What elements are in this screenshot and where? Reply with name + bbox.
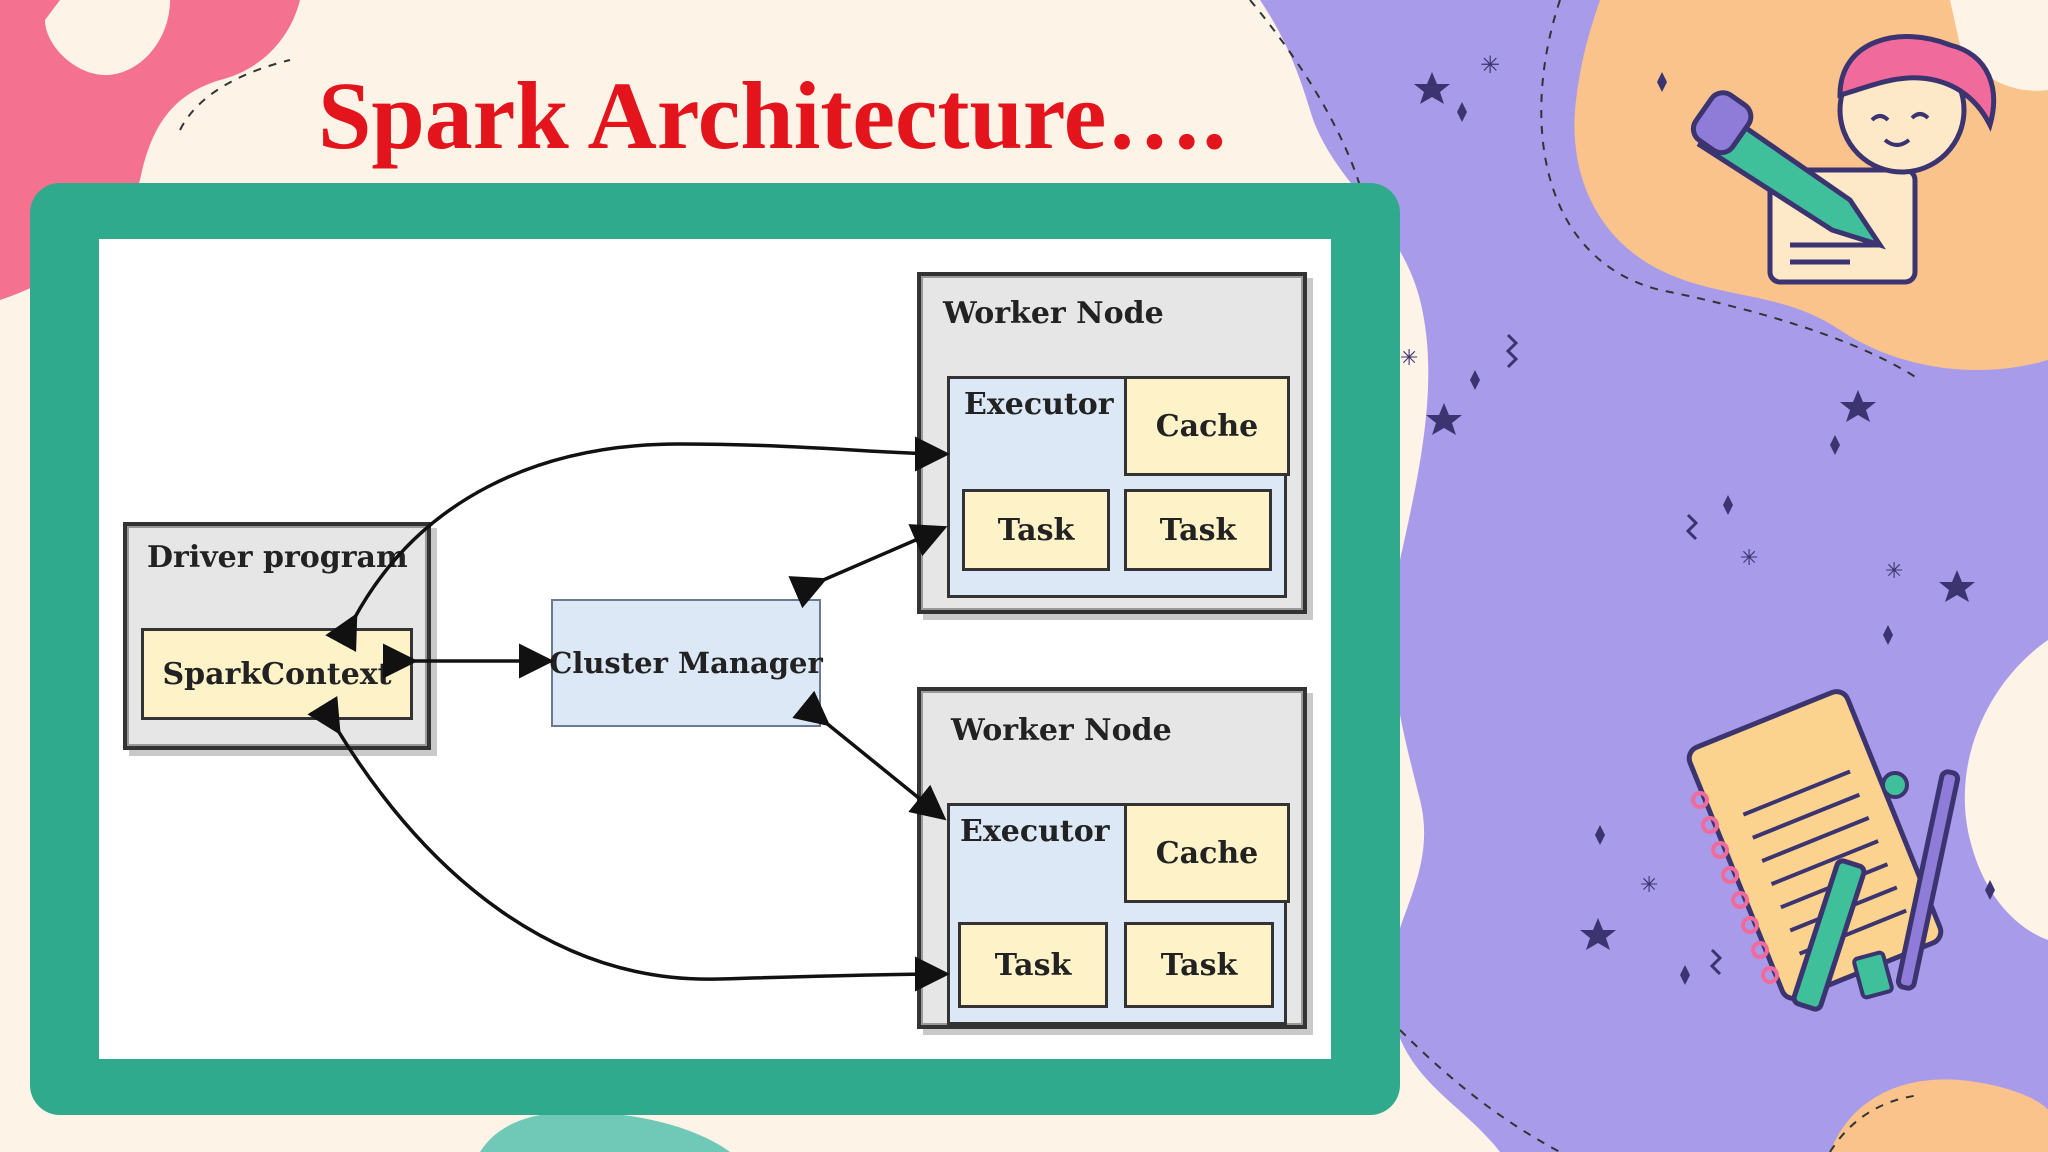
executor-1-box: Executor Cache Task Task (947, 376, 1290, 598)
worker-node-2-label: Worker Node (951, 713, 1172, 748)
sparkle-icon: ✳ ✳ ✳ ✳ ✳ (1400, 51, 1995, 985)
driver-program-label: Driver program (147, 540, 408, 575)
cache-1-box: Cache (1124, 376, 1290, 476)
spark-context-box: SparkContext (141, 628, 413, 720)
dashed-curve-4 (179, 59, 291, 131)
svg-text:✳: ✳ (1480, 51, 1500, 79)
squiggle-icon (1505, 333, 1723, 976)
worker-node-2-box: Worker Node Executor Cache Task Task (917, 687, 1307, 1029)
cluster-manager-label: Cluster Manager (549, 646, 823, 680)
cream-blob-top-right (1950, 0, 2048, 91)
executor-2-box: Executor Cache Task Task (947, 803, 1290, 1025)
task-2a-box: Task (958, 922, 1108, 1008)
cream-blob-right (1964, 640, 2048, 940)
svg-text:✳: ✳ (1640, 873, 1658, 898)
cache-1-label: Cache (1155, 408, 1259, 444)
worker-node-1-box: Worker Node Executor Cache Task Task (917, 272, 1307, 614)
cream-blob-top-left (45, 0, 170, 75)
svg-text:✳: ✳ (1400, 346, 1418, 371)
driver-program-box: Driver program SparkContext (123, 522, 431, 750)
spark-architecture-diagram: Driver program SparkContext Cluster Mana… (99, 239, 1331, 1059)
arrow-driver-to-worker-2 (307, 695, 950, 992)
notepad-and-pens-illustration (1686, 689, 1961, 1012)
spark-context-label: SparkContext (162, 656, 392, 692)
cache-2-label: Cache (1155, 835, 1259, 871)
svg-text:✳: ✳ (1740, 546, 1758, 571)
worker-node-1-label: Worker Node (943, 296, 1164, 331)
executor-1-label: Executor (964, 387, 1114, 422)
dashed-curve-3 (1399, 1029, 1561, 1152)
star-icon (1414, 72, 1975, 950)
task-2a-label: Task (994, 947, 1072, 983)
dashed-curve-5 (1829, 1094, 1921, 1152)
dashed-curve-2 (1540, 0, 1921, 381)
cache-2-box: Cache (1124, 803, 1290, 903)
task-2b-box: Task (1124, 922, 1274, 1008)
slide-title: Spark Architecture…. (318, 62, 1227, 169)
character-with-marker-illustration (1690, 34, 1997, 285)
executor-2-label: Executor (960, 814, 1110, 849)
task-1b-box: Task (1124, 489, 1272, 571)
task-1a-label: Task (997, 512, 1075, 548)
svg-text:✳: ✳ (1885, 559, 1903, 584)
orange-blob-bottom-right (1830, 1079, 2048, 1152)
task-2b-label: Task (1160, 947, 1238, 983)
arrow-driver-to-worker-1 (325, 436, 950, 652)
task-1a-box: Task (962, 489, 1110, 571)
task-1b-label: Task (1159, 512, 1237, 548)
teal-blob-bottom (480, 1111, 730, 1152)
cluster-manager-box: Cluster Manager (549, 599, 823, 727)
